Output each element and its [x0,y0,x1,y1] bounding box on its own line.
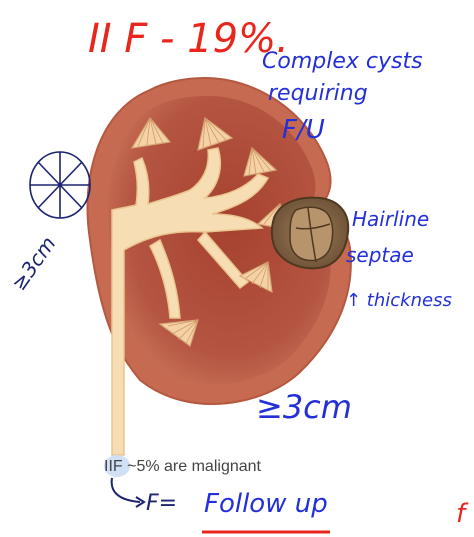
header-note-line-2: requiring [268,81,368,106]
caption-tag: IIF [104,458,123,475]
follow-up-arrow [112,478,140,502]
edge-glyph: f [456,499,469,529]
caption-text: ~5% are malignant [123,458,262,475]
bottom-size-note: ≥3cm [256,388,352,426]
complex-cyst [272,198,348,269]
cyst-note-line-3: ↑ thickness [346,290,452,311]
follow-up-prefix: F= [146,491,177,516]
heading-note: II F - 19%. [88,16,289,62]
caption-line: IIF ~5% are malignant [104,458,262,475]
follow-up-label: Follow up [204,489,328,519]
header-note-line-1: Complex cysts [262,49,423,74]
cyst-note-line-2: septae [346,243,414,267]
left-size-note: ≥3cm [6,232,60,295]
header-note-line-3: F/U [282,115,325,145]
cyst-sketch [30,152,90,218]
cyst-note-line-1: Hairline [352,207,429,231]
